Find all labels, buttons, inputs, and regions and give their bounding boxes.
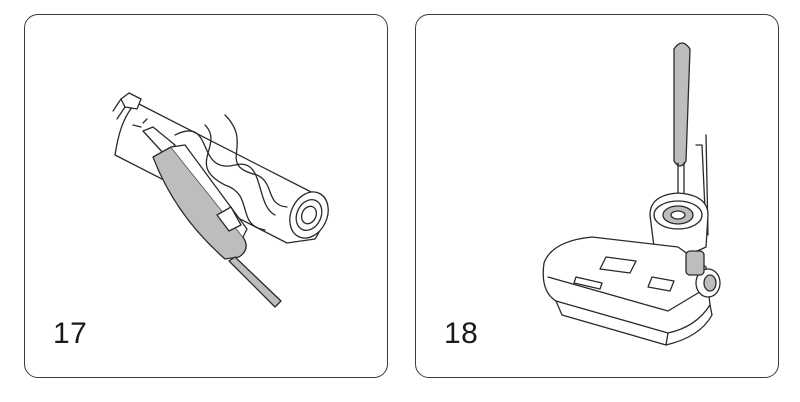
brush-head-cleaning-tool-icon <box>542 42 721 346</box>
brush-roll-hair-cutting-icon <box>112 92 329 308</box>
step-number: 17 <box>53 317 88 350</box>
step-number: 18 <box>444 317 479 350</box>
step-panel-17: 17 <box>24 14 388 378</box>
step-panel-18: 18 <box>415 14 779 378</box>
